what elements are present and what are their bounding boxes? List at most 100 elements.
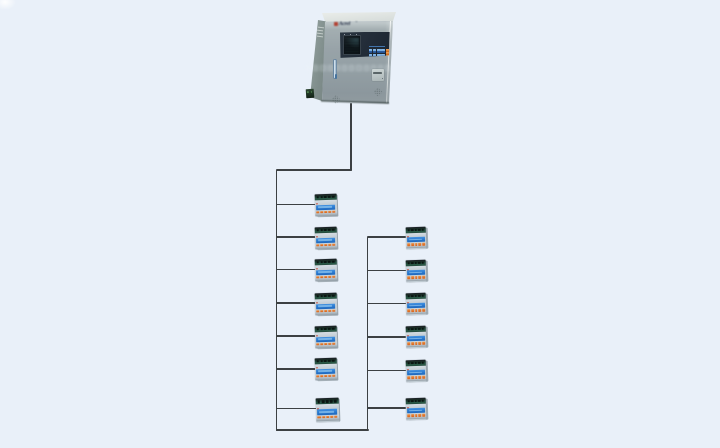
terminal-pin-icon bbox=[319, 228, 323, 232]
terminal-pin-icon bbox=[321, 399, 325, 403]
watermark-glyph bbox=[327, 64, 333, 71]
terminal-pin-icon bbox=[319, 195, 323, 199]
terminal-pin-icon bbox=[317, 400, 321, 404]
terminal-pin-icon bbox=[323, 228, 327, 232]
terminal-pin-icon bbox=[406, 261, 410, 265]
terminal-pin-icon bbox=[315, 360, 319, 364]
wire-right-stub-2 bbox=[367, 269, 407, 272]
terminal-pin-icon bbox=[327, 195, 331, 199]
keypad-key bbox=[377, 53, 381, 58]
sensor-module-right-1 bbox=[405, 226, 428, 250]
sensor-module-left-3 bbox=[314, 258, 339, 282]
brand-logo-text: Acrel bbox=[338, 20, 351, 27]
terminal-pin-icon bbox=[406, 294, 410, 298]
terminal-pin-icon bbox=[325, 399, 329, 403]
terminal-pin-icon bbox=[319, 327, 323, 331]
terminal-pin-icon bbox=[421, 361, 424, 365]
module-base bbox=[314, 344, 337, 348]
wire-left-stub-4 bbox=[276, 302, 316, 305]
module-lcd-digits bbox=[408, 238, 422, 241]
watermark-glyph bbox=[306, 64, 312, 71]
wire-branch-line bbox=[276, 168, 352, 171]
terminal-pin-icon bbox=[323, 260, 327, 264]
function-key bbox=[385, 52, 389, 55]
wire-drop-line bbox=[350, 103, 353, 171]
module-lcd-digits bbox=[317, 370, 332, 373]
cabinet-top-face bbox=[322, 12, 396, 22]
wire-left-stub-7 bbox=[276, 407, 317, 410]
terminal-pin-icon bbox=[406, 228, 410, 232]
keypad-key bbox=[372, 53, 377, 58]
terminal-pin-icon bbox=[413, 261, 417, 265]
terminal-block bbox=[305, 88, 314, 99]
terminal-pin-icon bbox=[413, 399, 417, 402]
function-key bbox=[385, 48, 389, 52]
module-body bbox=[314, 258, 337, 282]
terminal-pin-icon bbox=[327, 294, 331, 298]
terminal-pin-icon bbox=[331, 359, 335, 363]
terminal-pin-icon bbox=[323, 294, 327, 298]
wire-right-stub-5 bbox=[367, 369, 407, 372]
wire-left-stub-3 bbox=[276, 268, 316, 271]
brand-logo-trademark: ™ bbox=[355, 21, 358, 25]
printer-button bbox=[381, 78, 383, 80]
printer-slot bbox=[373, 71, 383, 74]
terminal-pin-icon bbox=[417, 261, 421, 265]
wire-left-bus bbox=[275, 169, 278, 431]
module-lcd-digits bbox=[317, 270, 332, 273]
wire-right-stub-3 bbox=[367, 302, 407, 305]
terminal-pin-icon bbox=[323, 327, 327, 331]
module-lcd-digits bbox=[317, 238, 332, 241]
sensor-module-left-5 bbox=[314, 325, 339, 349]
terminal-pin-icon bbox=[413, 228, 417, 232]
panel-indicator-light bbox=[349, 33, 351, 35]
terminal-pin-icon bbox=[417, 361, 421, 365]
terminal-pin-icon bbox=[323, 359, 327, 363]
module-base bbox=[405, 415, 426, 420]
wire-left-stub-2 bbox=[276, 236, 316, 238]
module-lcd-digits bbox=[319, 410, 335, 413]
door-handle-grip bbox=[334, 73, 337, 80]
watermark-text bbox=[306, 64, 398, 72]
module-body bbox=[314, 226, 337, 249]
module-led bbox=[315, 236, 318, 238]
module-body bbox=[405, 397, 426, 420]
terminal-pin-icon bbox=[327, 260, 331, 264]
brand-logo: Acrel ™ bbox=[333, 20, 358, 28]
side-vent bbox=[316, 35, 323, 37]
terminal-pin-icon bbox=[413, 294, 417, 298]
terminal-pin-icon bbox=[410, 399, 413, 403]
terminal-pin-icon bbox=[331, 294, 335, 298]
sensor-module-right-6 bbox=[405, 397, 428, 420]
wire-left-stub-1 bbox=[276, 203, 316, 206]
keypad-key bbox=[372, 48, 377, 53]
sensor-module-left-7 bbox=[315, 397, 341, 423]
terminal-pin-icon bbox=[417, 228, 421, 231]
corner-glow bbox=[0, 0, 16, 10]
watermark-glyph bbox=[363, 64, 369, 71]
terminal-pin-icon bbox=[406, 399, 410, 403]
speaker-grille-icon bbox=[331, 95, 341, 104]
sensor-module-right-2 bbox=[405, 259, 428, 283]
terminal-pin-icon bbox=[417, 327, 421, 331]
terminal-pin-icon bbox=[406, 328, 410, 331]
terminal-pin-icon bbox=[331, 227, 335, 231]
terminal-pin-icon bbox=[329, 399, 333, 403]
watermark-glyph bbox=[356, 64, 362, 71]
wire-right-stub-4 bbox=[367, 335, 407, 338]
module-lcd-digits bbox=[317, 337, 332, 340]
watermark-glyph bbox=[313, 64, 319, 71]
side-vent bbox=[317, 32, 324, 34]
sensor-module-right-4 bbox=[405, 325, 428, 349]
terminal-pin-icon bbox=[331, 326, 335, 330]
terminal-pin-icon bbox=[327, 359, 331, 363]
terminal-pin-icon bbox=[410, 294, 413, 298]
panel-lcd-screen bbox=[343, 35, 361, 56]
terminal-pin-icon bbox=[323, 195, 327, 199]
terminal-pin-icon bbox=[315, 327, 319, 331]
keypad-key bbox=[368, 53, 373, 58]
terminal-pin-icon bbox=[421, 294, 424, 298]
door-handle bbox=[333, 58, 337, 80]
controller-cabinet: Acrel ™ bbox=[303, 10, 403, 108]
terminal-pin-icon bbox=[421, 398, 424, 402]
